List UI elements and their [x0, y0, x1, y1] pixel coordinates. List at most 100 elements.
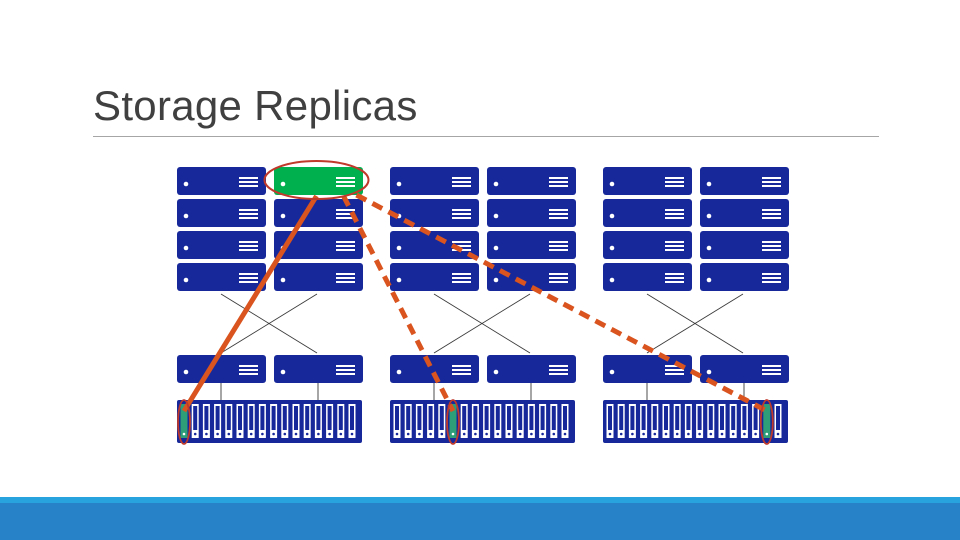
disk-slot-face — [451, 406, 455, 430]
cluster-3 — [603, 167, 789, 383]
disk-slot-face — [439, 406, 444, 430]
disk-slot-face — [406, 406, 411, 430]
server — [487, 167, 576, 195]
disk-slot-face — [608, 406, 612, 430]
vent-line-icon — [336, 181, 355, 183]
server — [603, 231, 692, 259]
vent-line-icon — [549, 277, 568, 279]
vent-line-icon — [239, 241, 258, 243]
vent-line-icon — [665, 281, 684, 283]
title-divider — [93, 136, 879, 137]
network-link — [646, 293, 744, 354]
disk-slot-face — [563, 406, 567, 430]
power-led-icon — [609, 277, 615, 283]
server — [177, 167, 266, 195]
disk-array — [390, 400, 575, 443]
disk-slot-face — [675, 406, 680, 430]
disk-led-icon — [754, 432, 757, 436]
footer-bar — [0, 503, 960, 540]
server-body — [603, 167, 692, 195]
vent-line-icon — [549, 217, 568, 219]
disk-led-icon — [193, 432, 197, 436]
vent-line-icon — [452, 177, 471, 179]
power-led-icon — [493, 369, 499, 375]
vent-line-icon — [762, 177, 781, 179]
server-body — [487, 231, 576, 259]
disk-slot-face — [395, 406, 399, 430]
vent-line-icon — [665, 185, 684, 187]
disk-slot-face — [282, 406, 287, 430]
network-switch — [700, 355, 789, 383]
disk-led-icon — [182, 432, 186, 436]
disk-led-icon — [563, 432, 567, 436]
server-body — [274, 167, 363, 195]
disk-slot-face — [619, 406, 624, 430]
disk-array — [603, 400, 788, 443]
power-led-icon — [280, 277, 286, 283]
dashed-replica-link — [341, 194, 456, 413]
power-led-icon — [183, 213, 189, 219]
vent-line-icon — [239, 249, 258, 251]
disk-slot-face — [182, 406, 186, 430]
disk-led-icon — [485, 432, 488, 436]
server — [487, 231, 576, 259]
primary-highlight-ring — [263, 160, 370, 200]
disk-slot-face — [327, 406, 332, 430]
vent-line-icon — [239, 373, 258, 375]
disk-led-icon — [339, 432, 343, 436]
vent-line-icon — [549, 369, 568, 371]
network-switch — [487, 355, 576, 383]
disk-slot-face — [686, 406, 691, 430]
vent-line-icon — [452, 241, 471, 243]
disk-led-icon — [418, 432, 421, 436]
vent-line-icon — [336, 365, 355, 367]
vent-line-icon — [336, 373, 355, 375]
power-led-icon — [396, 369, 402, 375]
server-body — [390, 167, 479, 195]
disk-led-icon — [619, 432, 623, 436]
disk-slot-face — [551, 406, 556, 430]
disk-led-icon — [216, 432, 219, 436]
server-body — [177, 199, 266, 227]
vent-line-icon — [452, 365, 471, 367]
disk-led-icon — [261, 432, 264, 436]
vent-line-icon — [665, 181, 684, 183]
vent-line-icon — [549, 177, 568, 179]
vent-line-icon — [336, 273, 355, 275]
vent-line-icon — [336, 213, 355, 215]
disk-led-icon — [272, 432, 275, 436]
server — [603, 167, 692, 195]
cluster-2 — [390, 167, 576, 383]
server — [603, 199, 692, 227]
vent-line-icon — [452, 213, 471, 215]
vent-line-icon — [239, 277, 258, 279]
server — [603, 263, 692, 291]
disk-slot-face — [462, 406, 467, 430]
vent-line-icon — [762, 209, 781, 211]
disk-slot-face — [238, 406, 242, 430]
vent-line-icon — [239, 281, 258, 283]
vent-line-icon — [336, 185, 355, 187]
vent-line-icon — [336, 177, 355, 179]
disk-slot-face — [630, 406, 635, 430]
dashed-replica-link — [355, 192, 768, 414]
disk-led-icon — [743, 432, 746, 436]
vent-line-icon — [762, 245, 781, 247]
vent-line-icon — [239, 369, 258, 371]
vent-line-icon — [549, 213, 568, 215]
server — [390, 199, 479, 227]
disk-led-icon — [507, 432, 511, 436]
server — [177, 199, 266, 227]
power-led-icon — [609, 245, 615, 251]
server-body — [390, 355, 479, 383]
disk-slot-face — [708, 406, 713, 430]
slide-title: Storage Replicas — [93, 82, 418, 129]
vent-line-icon — [239, 365, 258, 367]
disk-led-icon — [429, 432, 432, 436]
vent-line-icon — [665, 369, 684, 371]
power-led-icon — [183, 245, 189, 251]
disk-slot-face — [764, 406, 769, 430]
server-body — [274, 231, 363, 259]
server — [177, 263, 266, 291]
server — [274, 263, 363, 291]
